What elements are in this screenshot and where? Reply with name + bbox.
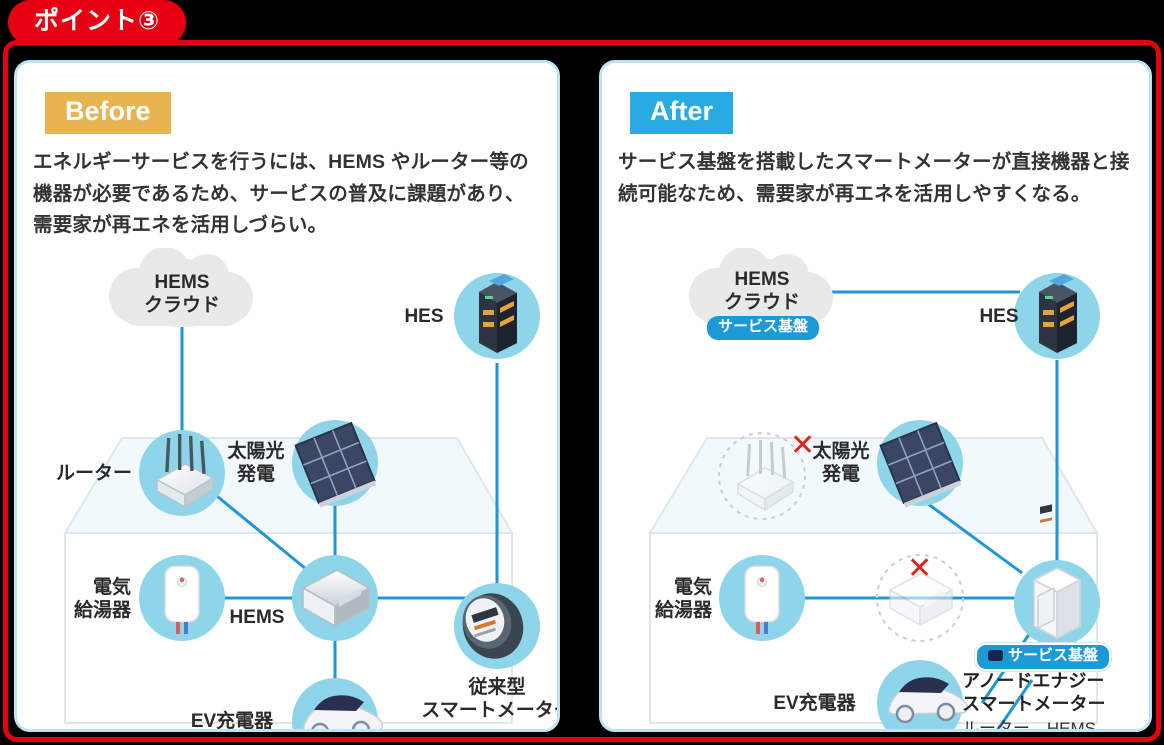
after-hes-label: HES xyxy=(979,306,1019,327)
meter-service-badge: サービス基盤 xyxy=(975,643,1112,671)
router-icon xyxy=(155,434,215,509)
after-diagram: HEMS クラウド サービス基盤 HES ✕ 太陽光 発電 電気 給湯器 ✕ E… xyxy=(602,248,1149,732)
before-description: エネルギーサービスを行うには、HEMS やルーター等の機器が必要であるため、サー… xyxy=(33,151,529,237)
before-cloud-label: HEMS クラウド xyxy=(143,272,220,317)
after-cloud-label: HEMS クラウド xyxy=(723,269,800,314)
before-diagram: HEMS クラウド HES ルーター 太陽光 発電 電気 給湯器 HEMS 従来… xyxy=(17,248,560,732)
router-icon-disabled xyxy=(736,440,795,512)
after-ev-charger-label: EV充電器 xyxy=(773,693,856,714)
ev-car-icon xyxy=(888,677,969,724)
hems-box-icon-disabled xyxy=(888,572,954,627)
cloud-shape xyxy=(109,248,253,327)
anode-meter-note: ルーター、HEMS 機能を統合。個別 機器は不要に。 xyxy=(962,719,1096,732)
ev-car-icon xyxy=(303,695,384,729)
hes-server-icon xyxy=(1039,274,1077,353)
water-heater-icon xyxy=(744,565,780,634)
solar-panel-icon xyxy=(879,421,962,508)
before-hems-label: HEMS xyxy=(229,607,285,628)
point-badge: ポイント③ xyxy=(8,0,187,45)
after-tag: After xyxy=(630,92,734,135)
removed-router-circle xyxy=(718,432,806,520)
chip-icon xyxy=(988,650,1003,661)
before-tag: Before xyxy=(45,92,171,135)
meter-badge-label: サービス基盤 xyxy=(1008,647,1099,664)
router-removed-x: ✕ xyxy=(790,429,816,462)
removed-hems-circle xyxy=(876,554,964,642)
before-solar-label: 太陽光 発電 xyxy=(227,441,285,486)
after-solar-label: 太陽光 発電 xyxy=(812,441,870,486)
before-router-label: ルーター xyxy=(55,463,132,484)
anode-smart-meter-icon xyxy=(1032,504,1082,640)
after-description: サービス基盤を搭載したスマートメーターが直接機器と接続可能なため、需要家が再エネ… xyxy=(618,151,1130,205)
hems-removed-x: ✕ xyxy=(907,552,933,585)
after-diagram-svg xyxy=(648,248,1100,729)
water-heater-icon xyxy=(164,565,200,634)
before-diagram-svg xyxy=(63,248,540,729)
after-water-heater-label: 電気 給湯器 xyxy=(654,577,712,622)
smart-meter-icon xyxy=(462,593,524,659)
before-ev-charger-label: EV充電器 xyxy=(190,711,274,732)
panel-before: Before エネルギーサービスを行うには、HEMS やルーター等の機器が必要で… xyxy=(14,60,560,732)
cloud-service-badge: サービス基盤 xyxy=(707,316,820,340)
anode-meter-name: アノードエナジー スマートメーター xyxy=(962,671,1106,714)
hems-box-icon xyxy=(301,569,371,628)
before-hes-label: HES xyxy=(404,306,444,327)
solar-panel-icon xyxy=(294,421,377,508)
before-water-heater-label: 電気 給湯器 xyxy=(73,577,131,622)
hes-server-icon xyxy=(479,274,517,353)
before-smart-meter-label: 従来型 スマートメーター xyxy=(421,677,560,722)
panel-after: After サービス基盤を搭載したスマートメーターが直接機器と接続可能なため、需… xyxy=(599,60,1152,732)
